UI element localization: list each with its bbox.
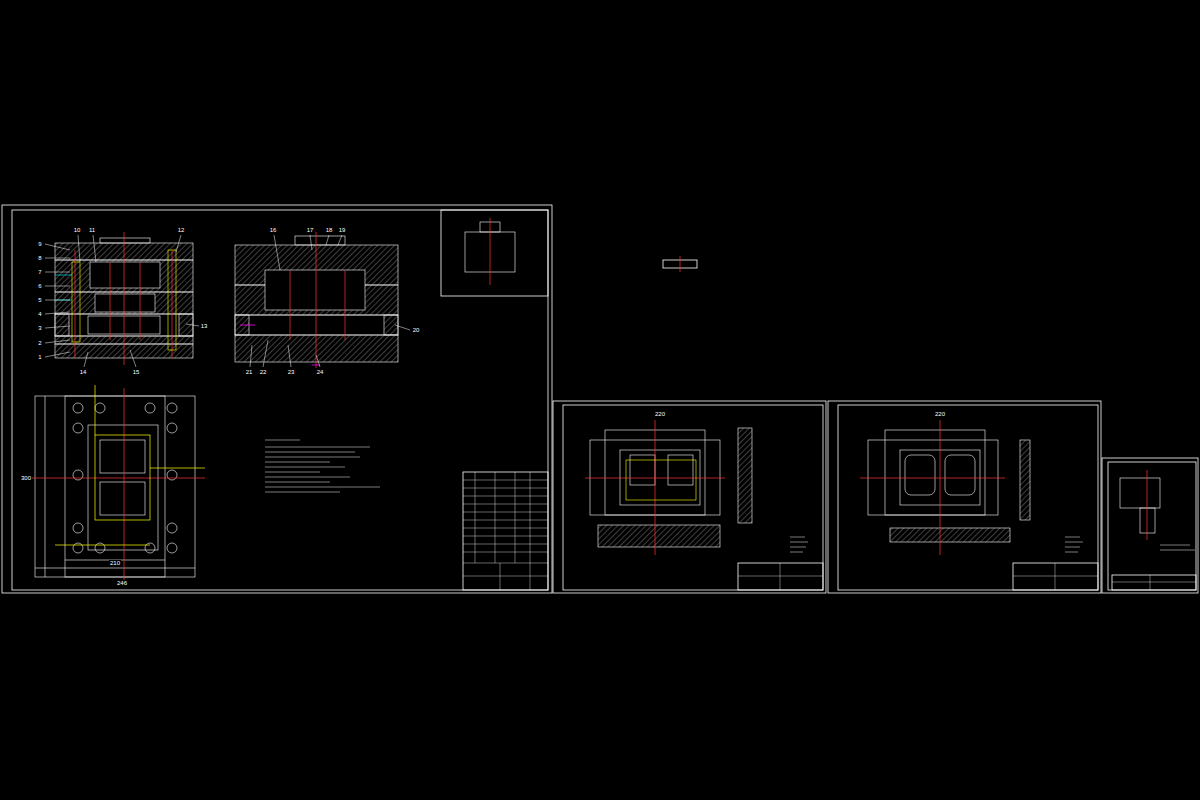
callout-number: 11 (88, 227, 96, 233)
callout-number: 5 (37, 297, 42, 303)
callout-number: 1 (37, 354, 42, 360)
dimension-text: 220 (934, 411, 946, 417)
callout-number: 3 (37, 325, 42, 331)
callout-number: 23 (287, 369, 296, 375)
callout-number: 9 (37, 241, 42, 247)
dimension-text: 210 (109, 560, 121, 566)
dimension-text: 220 (654, 411, 666, 417)
dimension-text: 300 (20, 475, 32, 481)
callout-number: 7 (37, 269, 42, 275)
callout-number: 24 (316, 369, 325, 375)
callout-number: 10 (73, 227, 82, 233)
callout-number: 8 (37, 255, 42, 261)
callout-number: 16 (269, 227, 278, 233)
callout-number: 4 (37, 311, 42, 317)
callout-number: 12 (177, 227, 186, 233)
callout-number: 17 (306, 227, 315, 233)
callout-number: 19 (338, 227, 347, 233)
callout-number: 14 (79, 369, 88, 375)
callout-number: 13 (200, 323, 209, 329)
callout-number: 15 (132, 369, 141, 375)
callout-number: 2 (37, 340, 42, 346)
callout-number: 22 (259, 369, 268, 375)
callout-number: 6 (37, 283, 42, 289)
callout-number: 21 (245, 369, 254, 375)
callout-number: 18 (325, 227, 334, 233)
callout-number: 20 (412, 327, 421, 333)
dimension-text: 246 (116, 580, 128, 586)
